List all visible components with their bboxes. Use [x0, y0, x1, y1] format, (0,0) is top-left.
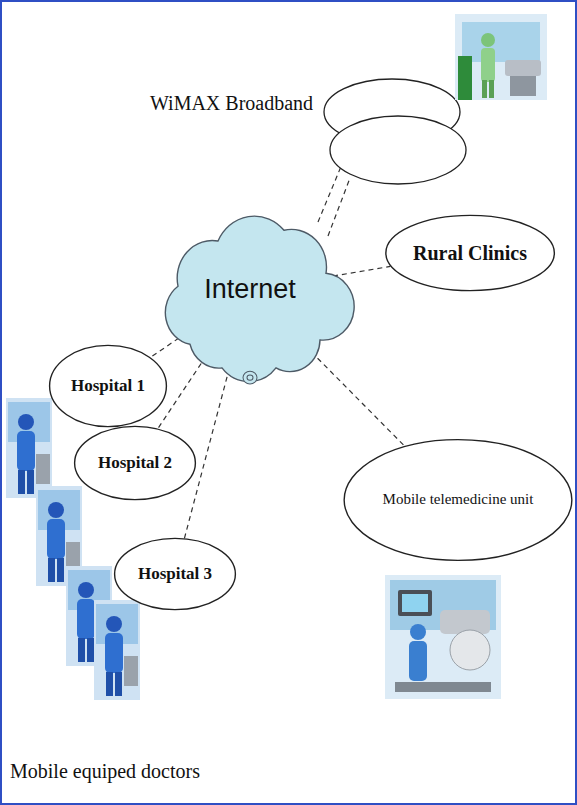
node-label: Hospital 1 [71, 376, 145, 396]
art-stroke [505, 60, 541, 76]
node-label: Hospital 2 [98, 453, 172, 473]
art-stroke [481, 33, 495, 47]
ellipse-path [115, 538, 236, 609]
ellipse-path [344, 440, 572, 561]
dashed-link [311, 352, 404, 446]
art-stroke [78, 638, 85, 662]
mobile-unit-ellipse: Mobile telemedicine unit [343, 439, 573, 561]
link-symbol [247, 374, 253, 379]
art-stroke [385, 575, 501, 699]
art-stroke [87, 638, 94, 662]
art-stroke [6, 398, 52, 498]
art-stroke [27, 470, 34, 494]
art-stroke [18, 414, 34, 430]
node-label: Mobile telemedicine unit [383, 491, 534, 508]
clinic-picture [455, 14, 547, 100]
art-stroke [458, 56, 472, 100]
doctor-figure [6, 398, 52, 498]
ellipse-path [50, 345, 167, 426]
hospital-ellipse: Hospital 2 [74, 426, 196, 500]
art-stroke [47, 519, 65, 559]
art-stroke [48, 502, 64, 518]
art-stroke [78, 582, 94, 598]
art-stroke [106, 672, 113, 696]
art-stroke [18, 470, 25, 494]
art-stroke [489, 80, 494, 98]
art-stroke [124, 656, 138, 686]
art-stroke [455, 14, 547, 100]
ellipse-path [75, 426, 196, 499]
art-stroke [115, 672, 122, 696]
internet-cloud: Internet [150, 183, 350, 398]
art-stroke [398, 590, 432, 616]
art-stroke [77, 599, 95, 639]
art-stroke [330, 116, 466, 184]
art-stroke [36, 454, 50, 484]
art-stroke [409, 641, 427, 681]
art-stroke [17, 431, 35, 471]
dashed-link [333, 266, 390, 276]
ellipse-path [386, 215, 555, 290]
node-label: Rural Clinics [413, 242, 527, 265]
art-stroke [48, 558, 55, 582]
clinic-ellipse: Rural Clinics [385, 215, 555, 291]
art-stroke [482, 80, 487, 98]
node-label: Internet [204, 274, 296, 305]
art-stroke [410, 624, 426, 640]
hospital-ellipse: Hospital 3 [114, 538, 236, 610]
art-stroke [105, 633, 123, 673]
art-stroke [450, 630, 490, 670]
art-stroke [106, 616, 122, 632]
mobile-unit-picture [385, 575, 501, 699]
caption-label: Mobile equiped doctors [10, 760, 200, 783]
diagram-title: WiMAX Broadband [150, 92, 313, 115]
node-label: Hospital 3 [138, 564, 212, 584]
art-stroke [57, 558, 64, 582]
art-stroke [462, 22, 540, 62]
art-stroke [510, 76, 536, 96]
doctor-figure [94, 600, 140, 700]
art-stroke [481, 48, 495, 82]
blank-ellipses [324, 79, 466, 184]
art-stroke [94, 600, 140, 700]
dashed-link [150, 338, 179, 357]
link-symbol [243, 371, 257, 384]
hospital-ellipse: Hospital 1 [49, 345, 167, 427]
art-stroke [395, 682, 491, 692]
art-stroke [402, 594, 428, 612]
cloud-path [165, 216, 354, 381]
art-stroke [328, 178, 350, 236]
